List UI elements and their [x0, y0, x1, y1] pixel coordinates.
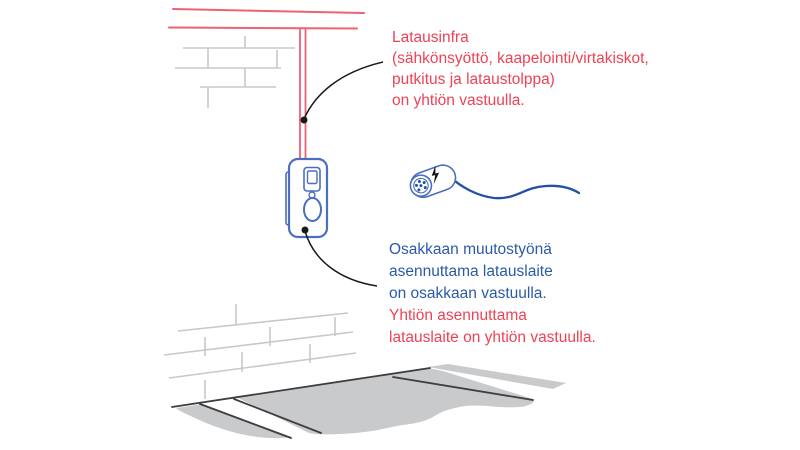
wallbox-display-screen — [306, 170, 318, 185]
charging-plug — [409, 164, 457, 199]
pointer-infra-line — [303, 61, 384, 120]
annotation-infra-line: Latausinfra — [392, 29, 469, 46]
pointer-infra-dot — [300, 116, 308, 124]
annotation-device-company-line: Yhtiön asennuttama — [389, 307, 527, 324]
floor-slab-main — [238, 368, 534, 435]
plug-face-inner — [413, 177, 429, 194]
pointer-device-line — [304, 230, 378, 287]
parking-floor — [171, 364, 566, 439]
power-conduit — [299, 28, 307, 160]
annotation-device-owner-line: Osakkaan muutostyönä — [389, 241, 552, 258]
annotation-infra-line: putkitus ja lataustolppa) — [392, 71, 555, 88]
lightning-bolt-icon — [431, 165, 440, 185]
brick-wall-top — [175, 36, 295, 108]
charging-wallbox — [285, 157, 329, 239]
annotation-infra: Latausinfra (sähkönsyöttö, kaapelointi/v… — [392, 27, 649, 111]
brick-wall-bottom — [163, 304, 357, 399]
wallbox-socket — [303, 197, 322, 222]
annotation-device: Osakkaan muutostyönä asennuttama latausl… — [389, 239, 596, 349]
pointer-device — [301, 226, 378, 287]
floor-edge-lines — [171, 367, 534, 439]
annotation-device-owner-line: on osakkaan vastuulla. — [389, 285, 547, 302]
pointer-device-dot — [301, 226, 309, 234]
annotation-infra-line: (sähkönsyöttö, kaapelointi/virtakiskot, — [392, 50, 649, 67]
annotation-device-owner-line: asennuttama latauslaite — [389, 263, 553, 280]
annotation-device-company-line: latauslaite on yhtiön vastuulla. — [389, 329, 596, 346]
floor-slab-right-strip — [428, 364, 566, 389]
floor-slab-left — [176, 404, 292, 439]
charging-cable — [447, 174, 581, 200]
pointer-infra — [300, 61, 384, 124]
plug-pins — [414, 180, 427, 192]
annotation-infra-line: on yhtiön vastuulla. — [392, 92, 525, 109]
ceiling-lines — [168, 8, 365, 30]
